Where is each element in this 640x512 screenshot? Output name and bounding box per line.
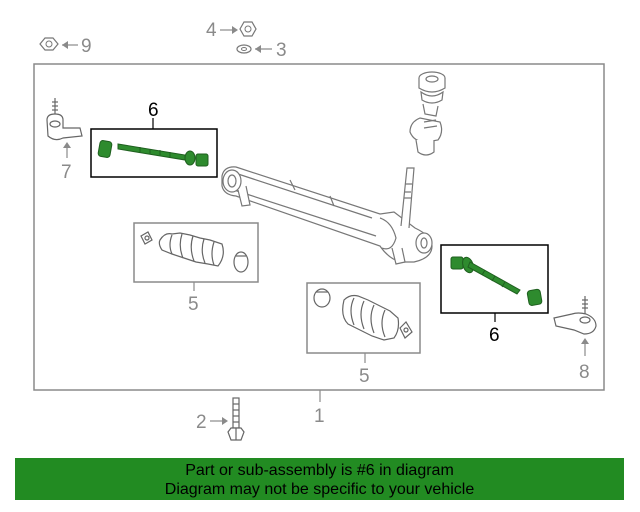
part-6-inner-tie-rod-right <box>450 256 543 306</box>
part-6-inner-tie-rod-left <box>97 140 209 167</box>
part-6-box-left <box>90 128 218 178</box>
callout-2: 2 <box>196 412 207 433</box>
steering-rack-housing <box>221 166 433 265</box>
callout-7-arrow <box>63 142 71 158</box>
callout-4: 4 <box>206 20 217 41</box>
callout-7: 7 <box>61 162 72 183</box>
part-9-nut <box>39 37 59 51</box>
callout-9-arrow <box>62 41 78 49</box>
part-8-tie-rod-end-right <box>553 296 597 335</box>
part-5-boot-right <box>313 288 413 341</box>
part-5-box-right <box>306 282 421 354</box>
callout-5-left: 5 <box>188 294 199 315</box>
part-7-tie-rod-end-left <box>46 98 83 141</box>
callout-3-arrow <box>255 45 272 53</box>
callout-4-arrow <box>220 26 238 34</box>
callout-2-arrow <box>210 417 228 425</box>
callout-1: 1 <box>314 406 325 427</box>
part-notice-banner: Part or sub-assembly is #6 in diagram Di… <box>15 458 624 500</box>
callout-9: 9 <box>81 36 92 57</box>
callout-8-arrow <box>581 338 589 356</box>
part-2-bolt <box>227 397 245 441</box>
part-5-box-left <box>133 222 259 283</box>
callout-6-left: 6 <box>148 100 159 121</box>
callout-5-right: 5 <box>359 366 370 387</box>
callout-3: 3 <box>276 40 287 61</box>
assembly-frame <box>33 63 605 391</box>
part-3-washer <box>236 44 252 54</box>
pinion-seal-parts <box>409 71 446 156</box>
part-5-boot-left <box>140 231 249 273</box>
callout-8: 8 <box>579 362 590 383</box>
callout-6-right: 6 <box>489 325 500 346</box>
part-4-nut <box>239 21 257 37</box>
banner-line-2: Diagram may not be specific to your vehi… <box>164 481 475 498</box>
banner-line-1: Part or sub-assembly is #6 in diagram <box>185 462 454 479</box>
